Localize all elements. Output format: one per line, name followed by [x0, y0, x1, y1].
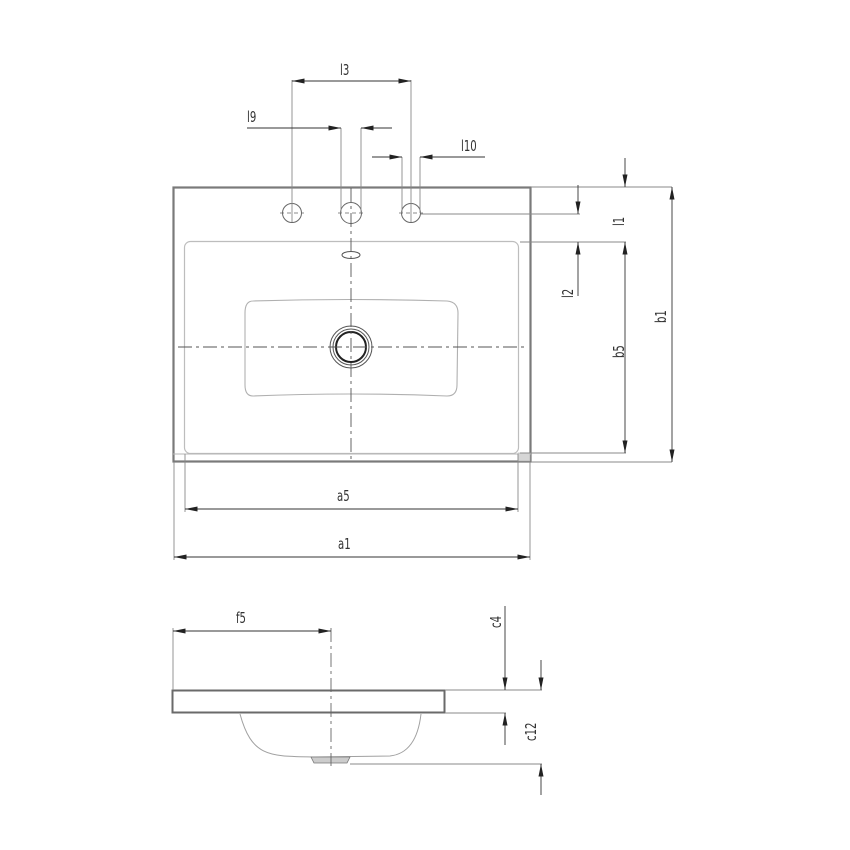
- label-b1: b1: [652, 310, 670, 323]
- label-a5: a5: [337, 487, 350, 505]
- label-c12: c12: [522, 722, 540, 741]
- label-a1: a1: [338, 535, 351, 553]
- label-c4: c4: [487, 615, 505, 628]
- top-view: [172, 78, 675, 560]
- basin-bowl-profile: [239, 713, 422, 758]
- drain-profile: [310, 756, 351, 764]
- label-l2: l2: [559, 288, 577, 298]
- side-view: [171, 606, 544, 795]
- label-b5: b5: [610, 345, 628, 358]
- bowl-edge: [183, 240, 520, 455]
- basin-well: [244, 298, 459, 397]
- label-l9: l9: [247, 108, 257, 126]
- label-l3: l3: [340, 61, 350, 79]
- basin-outline: [172, 186, 532, 463]
- basin-slab: [171, 689, 446, 714]
- label-l1: l1: [610, 216, 628, 226]
- label-f5: f5: [236, 609, 247, 627]
- label-l10: l10: [461, 137, 477, 155]
